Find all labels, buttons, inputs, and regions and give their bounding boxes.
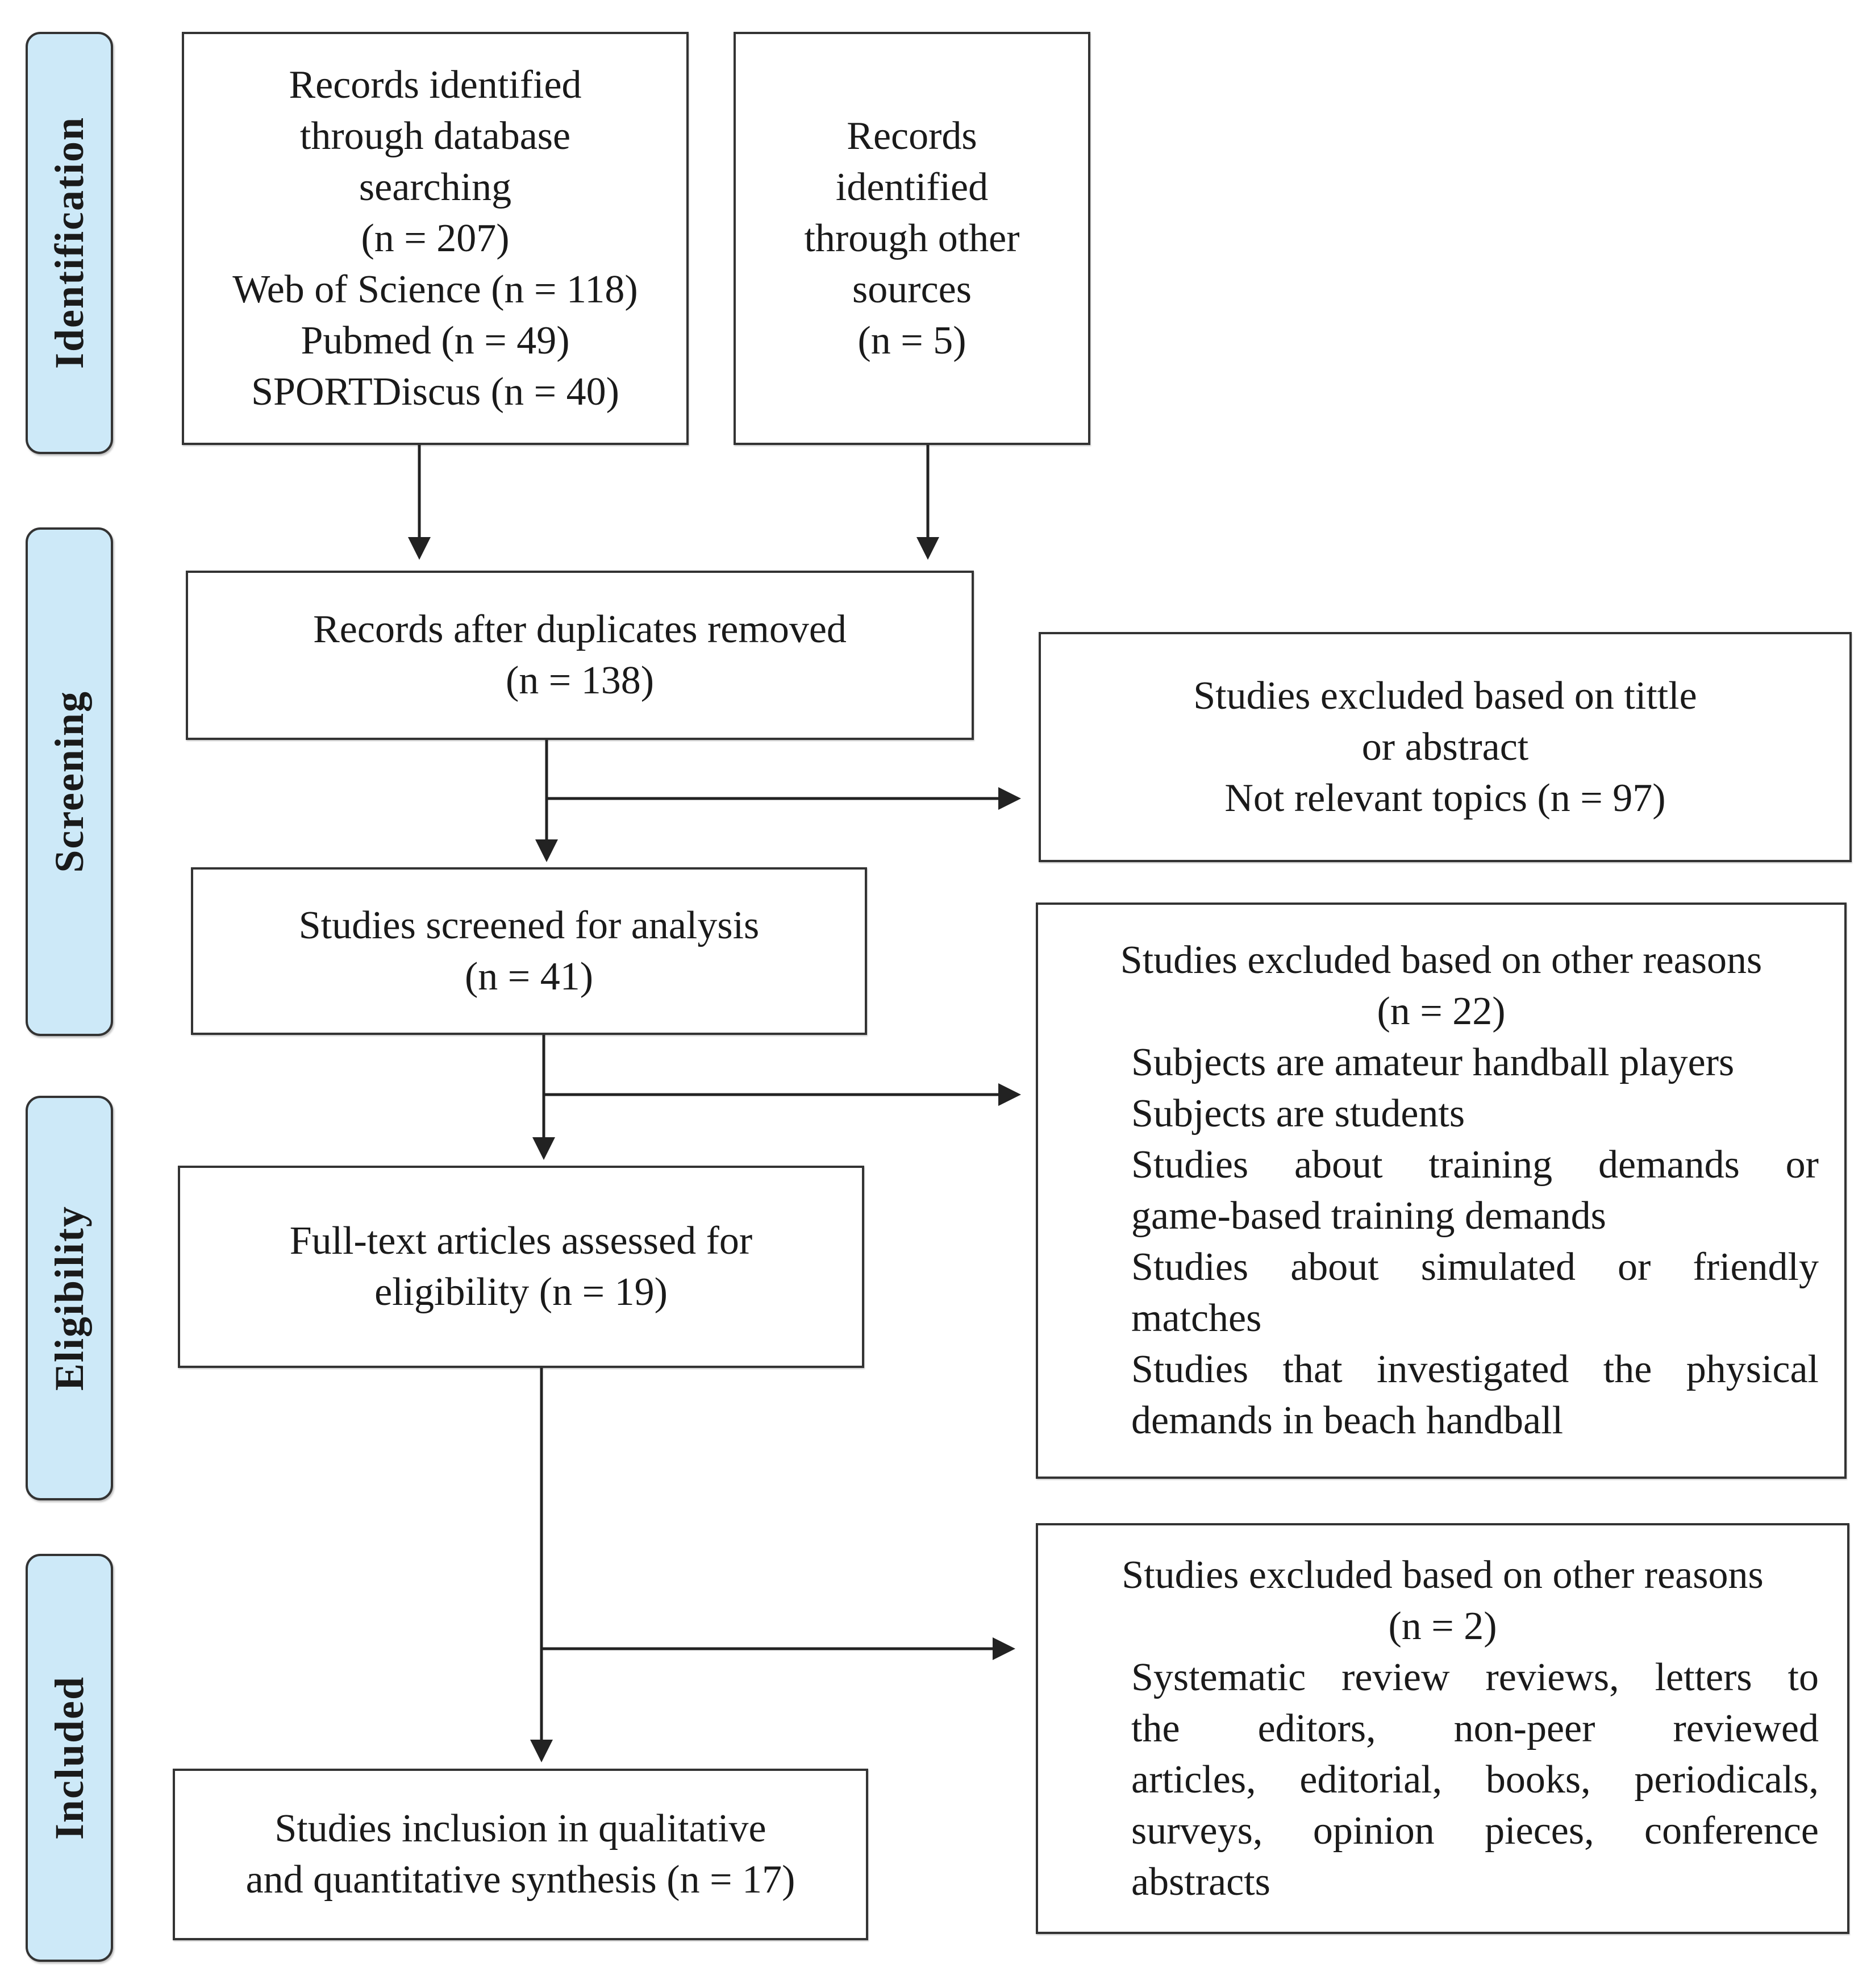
box-text-line: Pubmed (n = 49) bbox=[301, 318, 570, 363]
box-text-line: Full-text articles assessed for bbox=[289, 1219, 753, 1263]
box-text-line: identified bbox=[835, 165, 989, 209]
box-text-line: sources bbox=[852, 267, 972, 311]
exclusion-reason-line: matches bbox=[1131, 1296, 1262, 1340]
box-text-line: Web of Science (n = 118) bbox=[232, 267, 638, 311]
box-text-line: through database bbox=[299, 114, 571, 158]
box-text-line: or abstract bbox=[1361, 725, 1529, 769]
phase-identification: Identification bbox=[26, 32, 113, 454]
included-box: Studies inclusion in qualitative and quan… bbox=[173, 1769, 868, 1940]
excluded-title-abstract-box: Studies excluded based on tittle or abstr… bbox=[1039, 632, 1852, 862]
exclusion-reason-line: abstracts bbox=[1131, 1860, 1270, 1904]
box-text-line: Records identified bbox=[289, 63, 582, 107]
other-sources-box: Records identified through other sources (n … bbox=[734, 32, 1090, 445]
duplicates-removed-box: Records after duplicates removed (n = 138… bbox=[186, 571, 974, 740]
database-records-box: Records identified through database search… bbox=[182, 32, 689, 445]
box-text-line: (n = 41) bbox=[464, 954, 594, 999]
screened-box: Studies screened for analysis (n = 41) bbox=[191, 867, 867, 1035]
box-text-line: Records after duplicates removed bbox=[313, 608, 847, 651]
phase-eligibility: Eligibility bbox=[26, 1096, 113, 1500]
exclusion-reason-line: Subjects are amateur handball players bbox=[1131, 1041, 1735, 1084]
box-text-line: (n = 2) bbox=[1388, 1604, 1497, 1648]
exclusion-reason-line: Systematic review reviews, letters to bbox=[1131, 1655, 1819, 1699]
exclusion-reason-line: articles, editorial, books, periodicals, bbox=[1131, 1757, 1819, 1802]
box-text-line: Studies excluded based on other reasons bbox=[1120, 938, 1763, 982]
box-text-line: (n = 138) bbox=[505, 659, 655, 702]
box-text-line: eligibility (n = 19) bbox=[374, 1270, 668, 1314]
full-text-box: Full-text articles assessed for eligibili… bbox=[178, 1166, 864, 1368]
box-text-line: Studies excluded based on other reasons bbox=[1122, 1553, 1764, 1597]
exclusion-reason-line: surveys, opinion pieces, conference bbox=[1131, 1808, 1819, 1853]
box-text-line: Studies inclusion in qualitative bbox=[274, 1807, 766, 1850]
phase-included: Included bbox=[26, 1554, 113, 1962]
exclusion-reason-line: Studies about simulated or friendly bbox=[1131, 1245, 1819, 1289]
exclusion-reason-line: Studies that investigated the physical bbox=[1131, 1347, 1819, 1391]
box-text-line: Not relevant topics (n = 97) bbox=[1224, 776, 1666, 820]
box-text-line: Studies excluded based on tittle bbox=[1193, 673, 1697, 718]
exclusion-reason-line: Studies about training demands or bbox=[1131, 1143, 1819, 1187]
excluded-other-reasons-box-1: Studies excluded based on other reasons (… bbox=[1036, 902, 1847, 1479]
exclusion-reason-line: demands in beach handball bbox=[1131, 1399, 1564, 1442]
box-text-line: SPORTDiscus (n = 40) bbox=[251, 369, 619, 414]
excluded-other-reasons-box-2: Studies excluded based on other reasons (… bbox=[1036, 1523, 1849, 1934]
box-text-line: (n = 5) bbox=[857, 318, 966, 363]
box-text-line: (n = 22) bbox=[1377, 989, 1506, 1033]
box-text-line: Studies screened for analysis bbox=[298, 903, 760, 947]
exclusion-reason-line: Subjects are students bbox=[1131, 1092, 1465, 1136]
box-text-line: (n = 207) bbox=[361, 216, 510, 260]
exclusion-reason-line: the editors, non-peer reviewed bbox=[1131, 1706, 1819, 1750]
box-text-line: searching bbox=[359, 165, 512, 209]
box-text-line: and quantitative synthesis (n = 17) bbox=[245, 1858, 795, 1902]
box-text-line: through other bbox=[804, 216, 1020, 260]
box-text-line: Records bbox=[847, 114, 977, 158]
exclusion-reason-line: game-based training demands bbox=[1131, 1194, 1606, 1238]
phase-screening: Screening bbox=[26, 527, 113, 1036]
